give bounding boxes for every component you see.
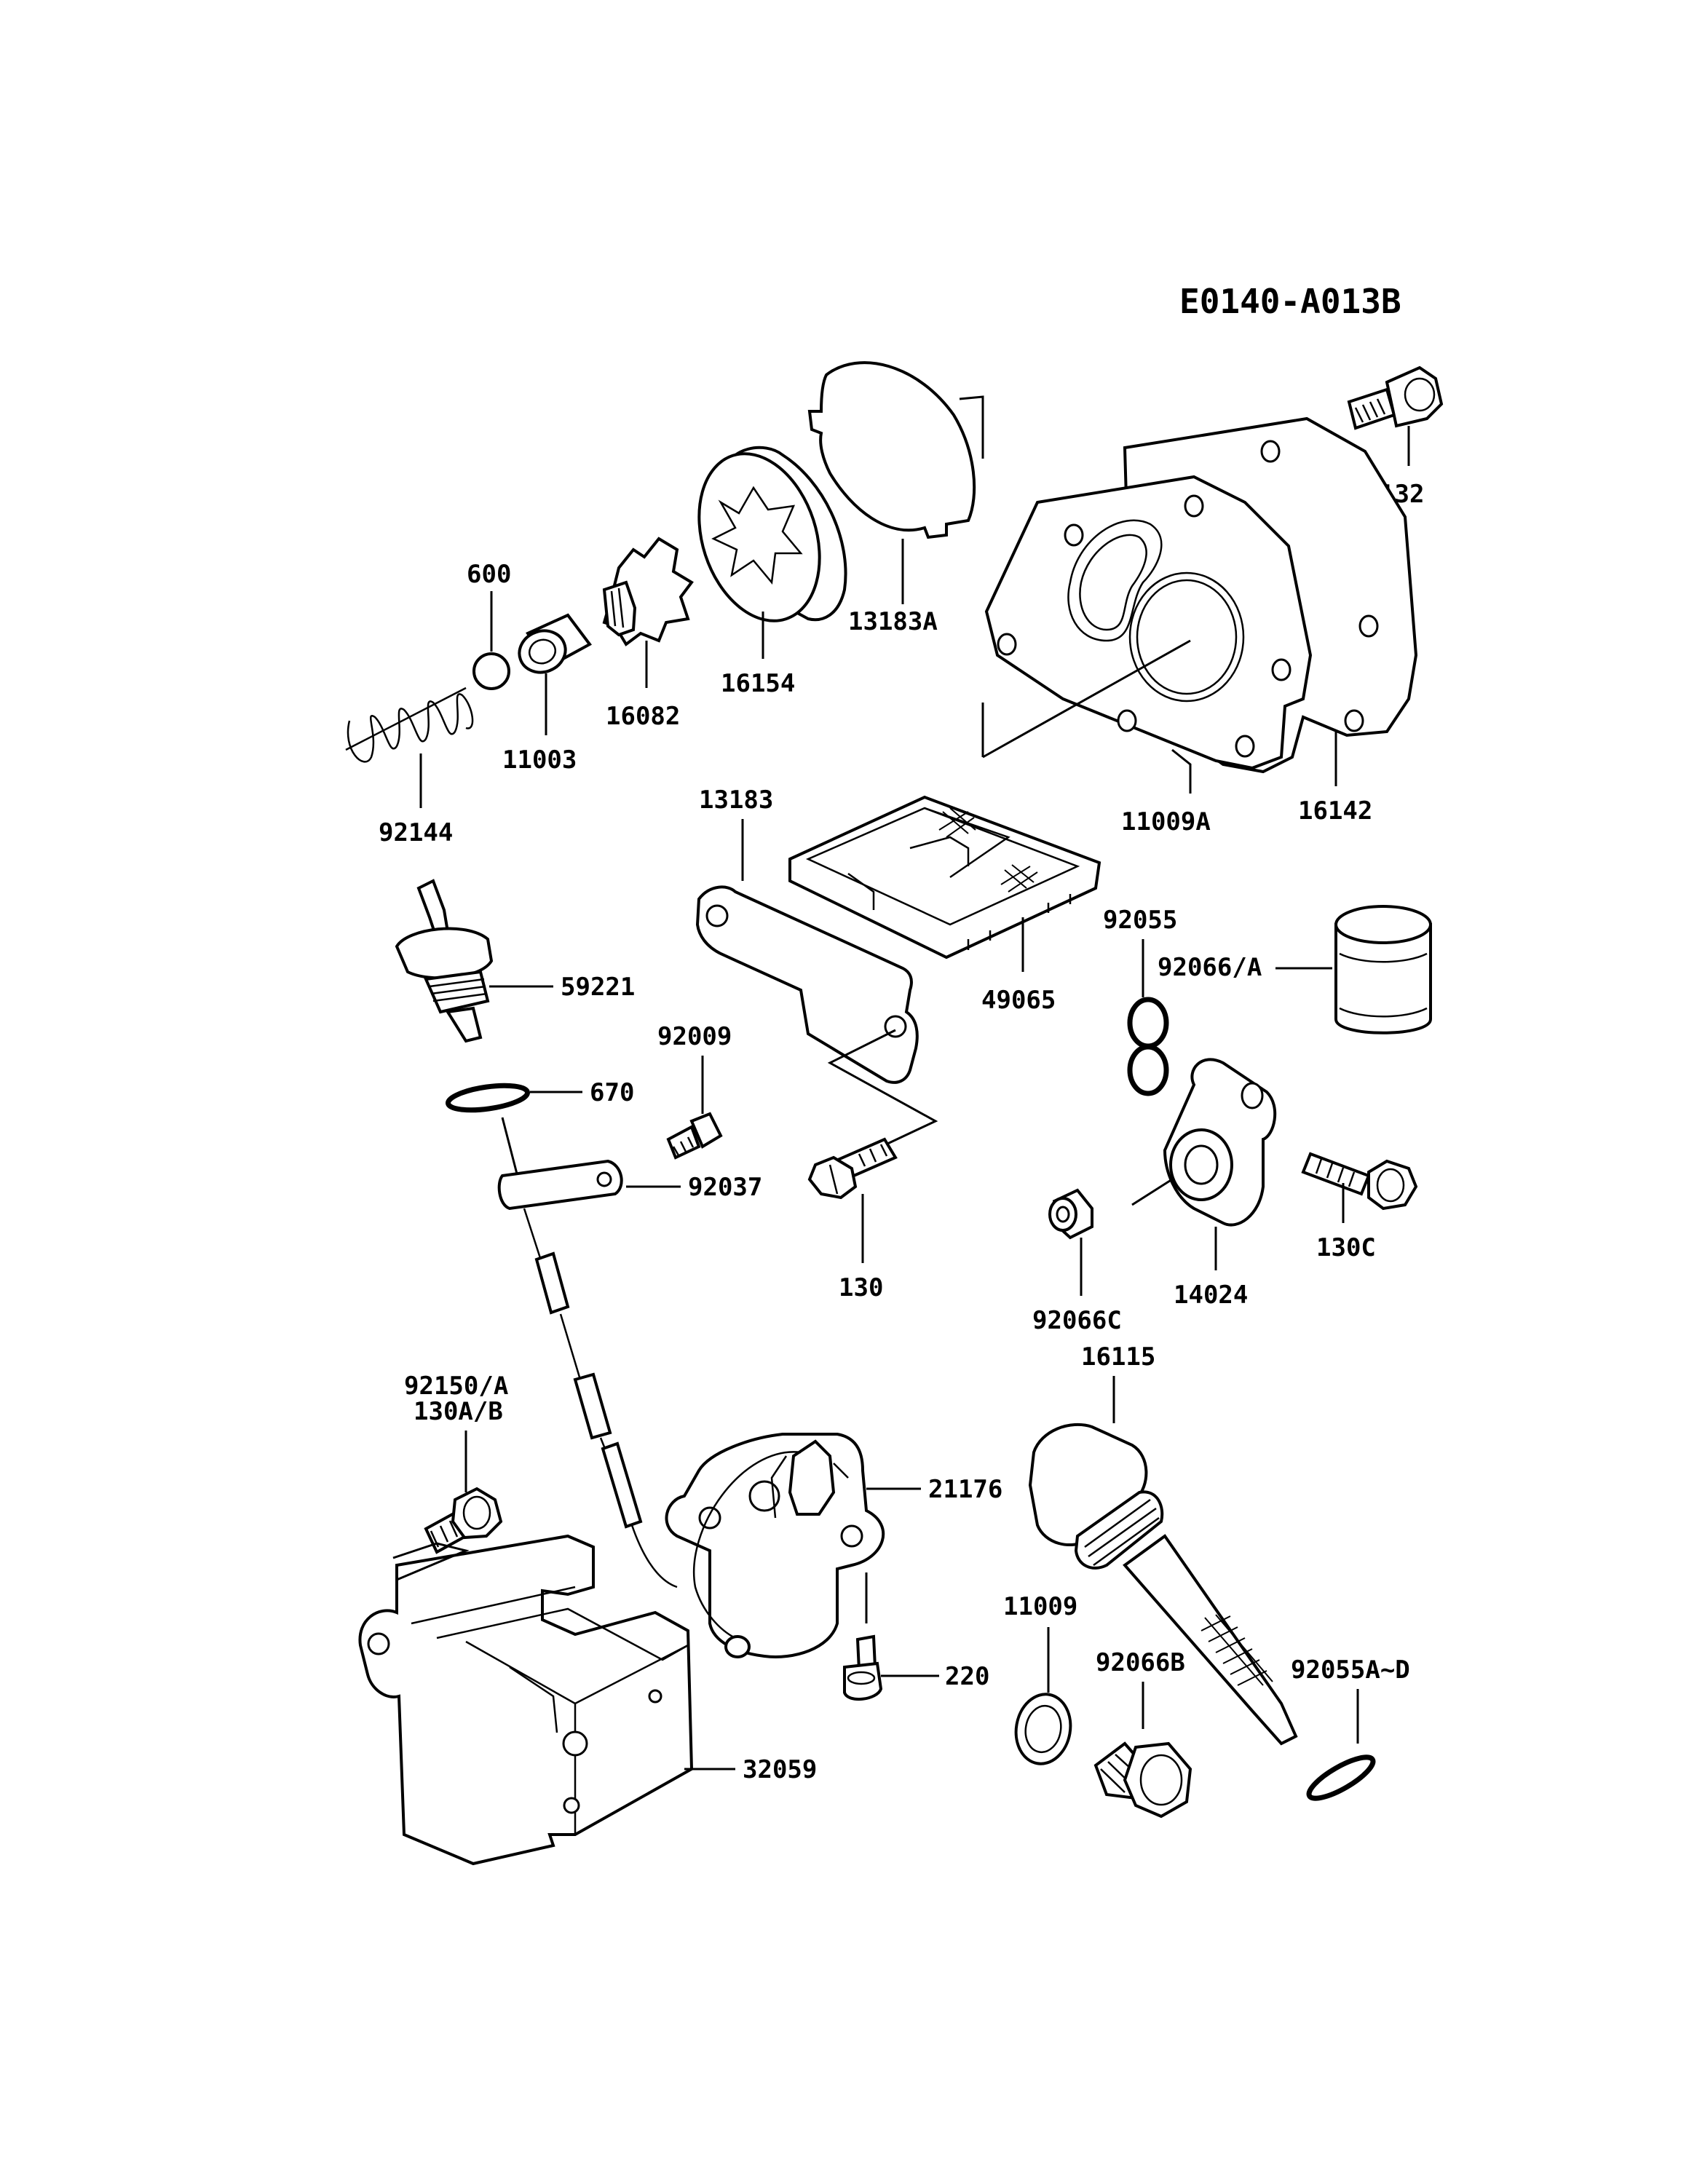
callout-92055AD: 92055A~D xyxy=(1291,1655,1410,1685)
switch-body-32059-drawing xyxy=(358,1534,694,1866)
dipstick-16115-drawing xyxy=(1028,1423,1298,1746)
filter-92066A-drawing xyxy=(1334,905,1432,1034)
callout-670: 670 xyxy=(590,1078,634,1107)
callout-92144: 92144 xyxy=(379,818,453,847)
callout-130AB: 130A/B xyxy=(414,1397,503,1426)
washer-11009-drawing xyxy=(1014,1693,1072,1765)
diagram-code: E0140-A013B xyxy=(1179,282,1401,321)
bolt-130C-drawing xyxy=(1301,1152,1418,1211)
bracket-13183-drawing xyxy=(695,885,938,1152)
callout-92066B: 92066B xyxy=(1096,1648,1185,1677)
wire-harness-drawing xyxy=(523,1208,678,1588)
bolt-132-drawing xyxy=(1347,365,1444,430)
screw-220-drawing xyxy=(843,1634,883,1701)
plate-13183A-drawing xyxy=(807,361,984,539)
callout-92037: 92037 xyxy=(688,1173,762,1202)
callout-59221: 59221 xyxy=(561,973,635,1002)
callout-16154: 16154 xyxy=(721,669,795,698)
callout-92066A: 92066/A xyxy=(1158,953,1262,982)
callout-92150A: 92150/A xyxy=(404,1372,508,1401)
callout-16082: 16082 xyxy=(606,702,680,731)
callout-130: 130 xyxy=(839,1273,883,1302)
callout-92009: 92009 xyxy=(657,1022,732,1051)
bolt-130-drawing xyxy=(807,1137,898,1200)
spring-92144-drawing xyxy=(345,687,474,763)
o-ring-92055AD-drawing xyxy=(1306,1754,1376,1801)
callout-130C: 130C xyxy=(1316,1233,1376,1262)
callout-14024: 14024 xyxy=(1174,1281,1248,1310)
collar-11003-drawing xyxy=(518,613,592,674)
callout-11009A: 11009A xyxy=(1121,807,1211,836)
screw-92009-drawing xyxy=(666,1112,723,1160)
pump-cover-16142-drawing xyxy=(981,416,1418,774)
callout-49065: 49065 xyxy=(981,986,1056,1015)
o-rings-92055-drawing xyxy=(1127,997,1169,1096)
callout-11003: 11003 xyxy=(502,745,577,775)
plate-92037-drawing xyxy=(497,1159,623,1211)
bolt-92150A-drawing xyxy=(424,1487,503,1554)
callout-16115: 16115 xyxy=(1081,1342,1155,1372)
callout-11009: 11009 xyxy=(1003,1592,1077,1621)
outer-rotor-16154-drawing xyxy=(697,446,847,622)
ball-600-drawing xyxy=(472,652,510,690)
callout-13183: 13183 xyxy=(699,786,773,815)
callout-92066C: 92066C xyxy=(1032,1306,1122,1335)
valve-59221-drawing xyxy=(395,879,494,1043)
plug-92066C-drawing xyxy=(1048,1188,1093,1240)
callout-220: 220 xyxy=(945,1662,989,1691)
callout-16142: 16142 xyxy=(1298,796,1372,826)
callout-600: 600 xyxy=(467,560,511,589)
callout-32059: 32059 xyxy=(743,1755,817,1784)
o-ring-670-drawing xyxy=(445,1083,531,1113)
housing-14024-drawing xyxy=(1131,1058,1277,1227)
callout-13183A: 13183A xyxy=(848,607,938,636)
inner-rotor-16082-drawing xyxy=(602,537,694,646)
callout-92055: 92055 xyxy=(1103,906,1177,935)
drain-plug-92066B-drawing xyxy=(1093,1741,1192,1819)
strainer-49065-drawing xyxy=(788,795,1101,960)
float-switch-21176-drawing xyxy=(665,1433,885,1658)
callout-21176: 21176 xyxy=(928,1475,1002,1504)
